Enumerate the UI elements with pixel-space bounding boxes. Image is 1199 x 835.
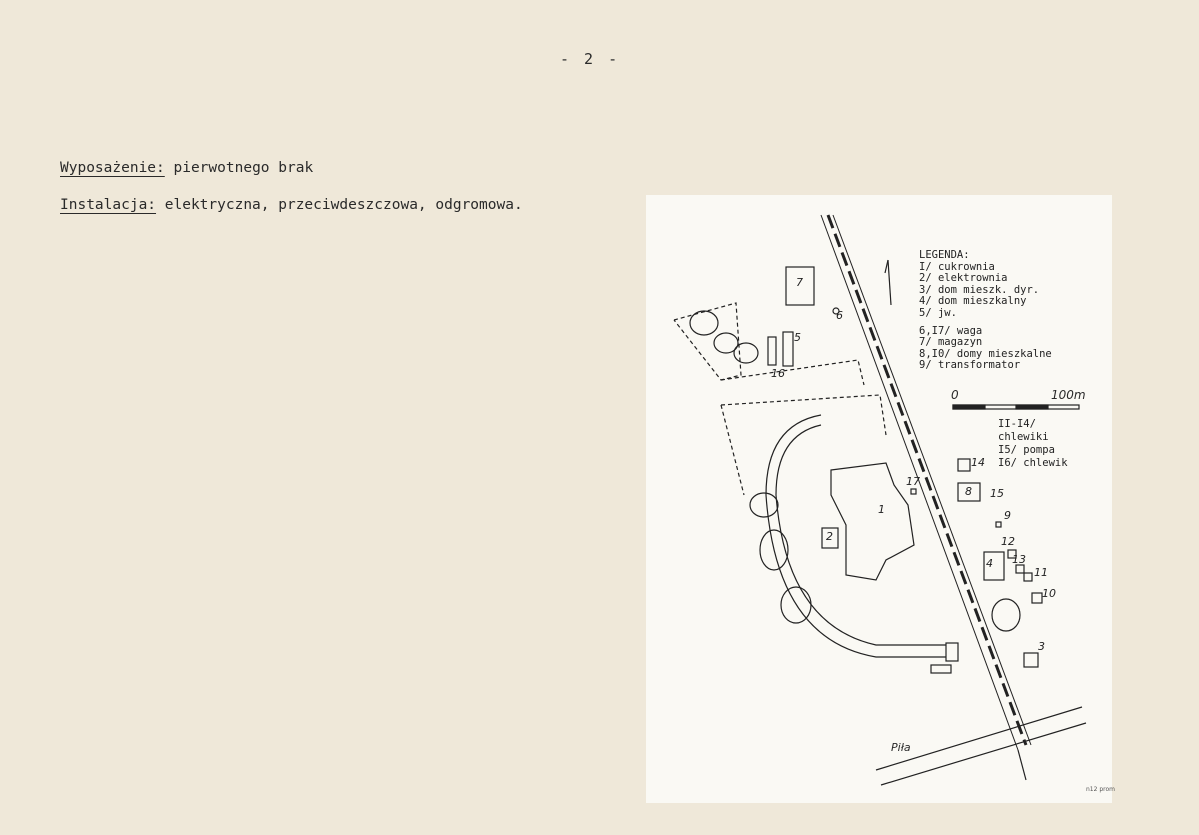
legend-item: I/ cukrownia <box>919 260 995 273</box>
building-number: 17 <box>906 475 920 488</box>
map-legend-extra: II-I4/ chlewiki I5/ pompa I6/ chlewik <box>998 418 1068 470</box>
road-label: Piła <box>891 741 911 754</box>
equipment-label: Wyposażenie: <box>60 160 165 176</box>
legend-item: 8,I0/ domy mieszkalne <box>919 347 1052 360</box>
installation-label: Instalacja: <box>60 197 157 213</box>
building-number: 10 <box>1042 587 1056 600</box>
installation-value: elektryczna, przeciwdeszczowa, odgromowa… <box>156 197 523 213</box>
building-number: 4 <box>986 557 993 570</box>
corner-mark: n12 рrom <box>1086 786 1116 793</box>
legend-extra-item: chlewiki <box>998 431 1049 443</box>
map-legend: LEGENDA: I/ cukrownia 2/ elektrownia 3/ … <box>919 249 1052 372</box>
building-number: 12 <box>1001 535 1015 548</box>
building-number: 15 <box>990 487 1004 500</box>
legend-title: LEGENDA: <box>919 249 970 261</box>
building-number: 11 <box>1034 566 1048 579</box>
building-number: 7 <box>796 276 803 289</box>
legend-item: 3/ dom mieszk. dyr. <box>919 283 1040 296</box>
building-number: 9 <box>1004 509 1011 522</box>
legend-item: 6,I7/ waga <box>919 324 983 337</box>
building-number: 8 <box>965 485 972 498</box>
building-number: 1 <box>878 503 885 516</box>
scale-end-label: 100m <box>1051 388 1086 402</box>
building-number: 2 <box>826 530 833 543</box>
legend-item: 9/ transformator <box>919 359 1021 372</box>
site-plan-drawing <box>673 214 1087 786</box>
building-number: 14 <box>971 456 985 469</box>
site-plan-card: LEGENDA: I/ cukrownia 2/ elektrownia 3/ … <box>646 195 1112 803</box>
legend-item: 4/ dom mieszkalny <box>919 295 1027 308</box>
installation-line: Instalacja: elektryczna, przeciwdeszczow… <box>60 197 523 213</box>
building-number: 13 <box>1012 553 1026 566</box>
legend-extra-item: I5/ pompa <box>998 444 1055 456</box>
scale-start-label: 0 <box>951 388 959 402</box>
equipment-line: Wyposażenie: pierwotnego brak <box>60 160 313 176</box>
legend-item: 2/ elektrownia <box>919 272 1008 285</box>
legend-item: 5/ jw. <box>919 306 957 319</box>
legend-extra-item: II-I4/ <box>998 418 1036 430</box>
equipment-value: pierwotnego brak <box>164 160 314 176</box>
building-number: 5 <box>794 331 801 344</box>
page-number: - 2 - <box>560 50 621 68</box>
building-number: 3 <box>1038 640 1045 653</box>
legend-item: 7/ magazyn <box>919 336 983 349</box>
building-number: 16 <box>771 367 785 380</box>
legend-extra-item: I6/ chlewik <box>998 457 1068 469</box>
building-number: 6 <box>836 309 843 322</box>
